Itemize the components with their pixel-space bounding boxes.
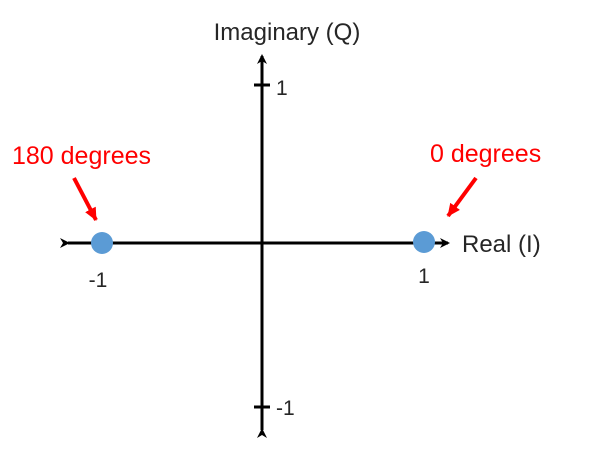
tick-label-i-negative: -1: [89, 269, 108, 292]
annotation-arrow-0: [446, 176, 478, 218]
point-0-degrees: [413, 231, 435, 253]
horizontal-axis-label: Real (I): [462, 231, 541, 258]
point-180-degrees: [91, 232, 113, 254]
vertical-axis-label: Imaginary (Q): [214, 19, 361, 46]
tick-label-q-negative: -1: [276, 397, 295, 420]
annotation-0-degrees: 0 degrees: [430, 140, 541, 168]
annotation-180-degrees: 180 degrees: [12, 142, 151, 170]
annotation-arrow-180: [72, 177, 98, 221]
tick-label-i-positive: 1: [418, 265, 430, 288]
tick-label-q-positive: 1: [276, 77, 288, 100]
